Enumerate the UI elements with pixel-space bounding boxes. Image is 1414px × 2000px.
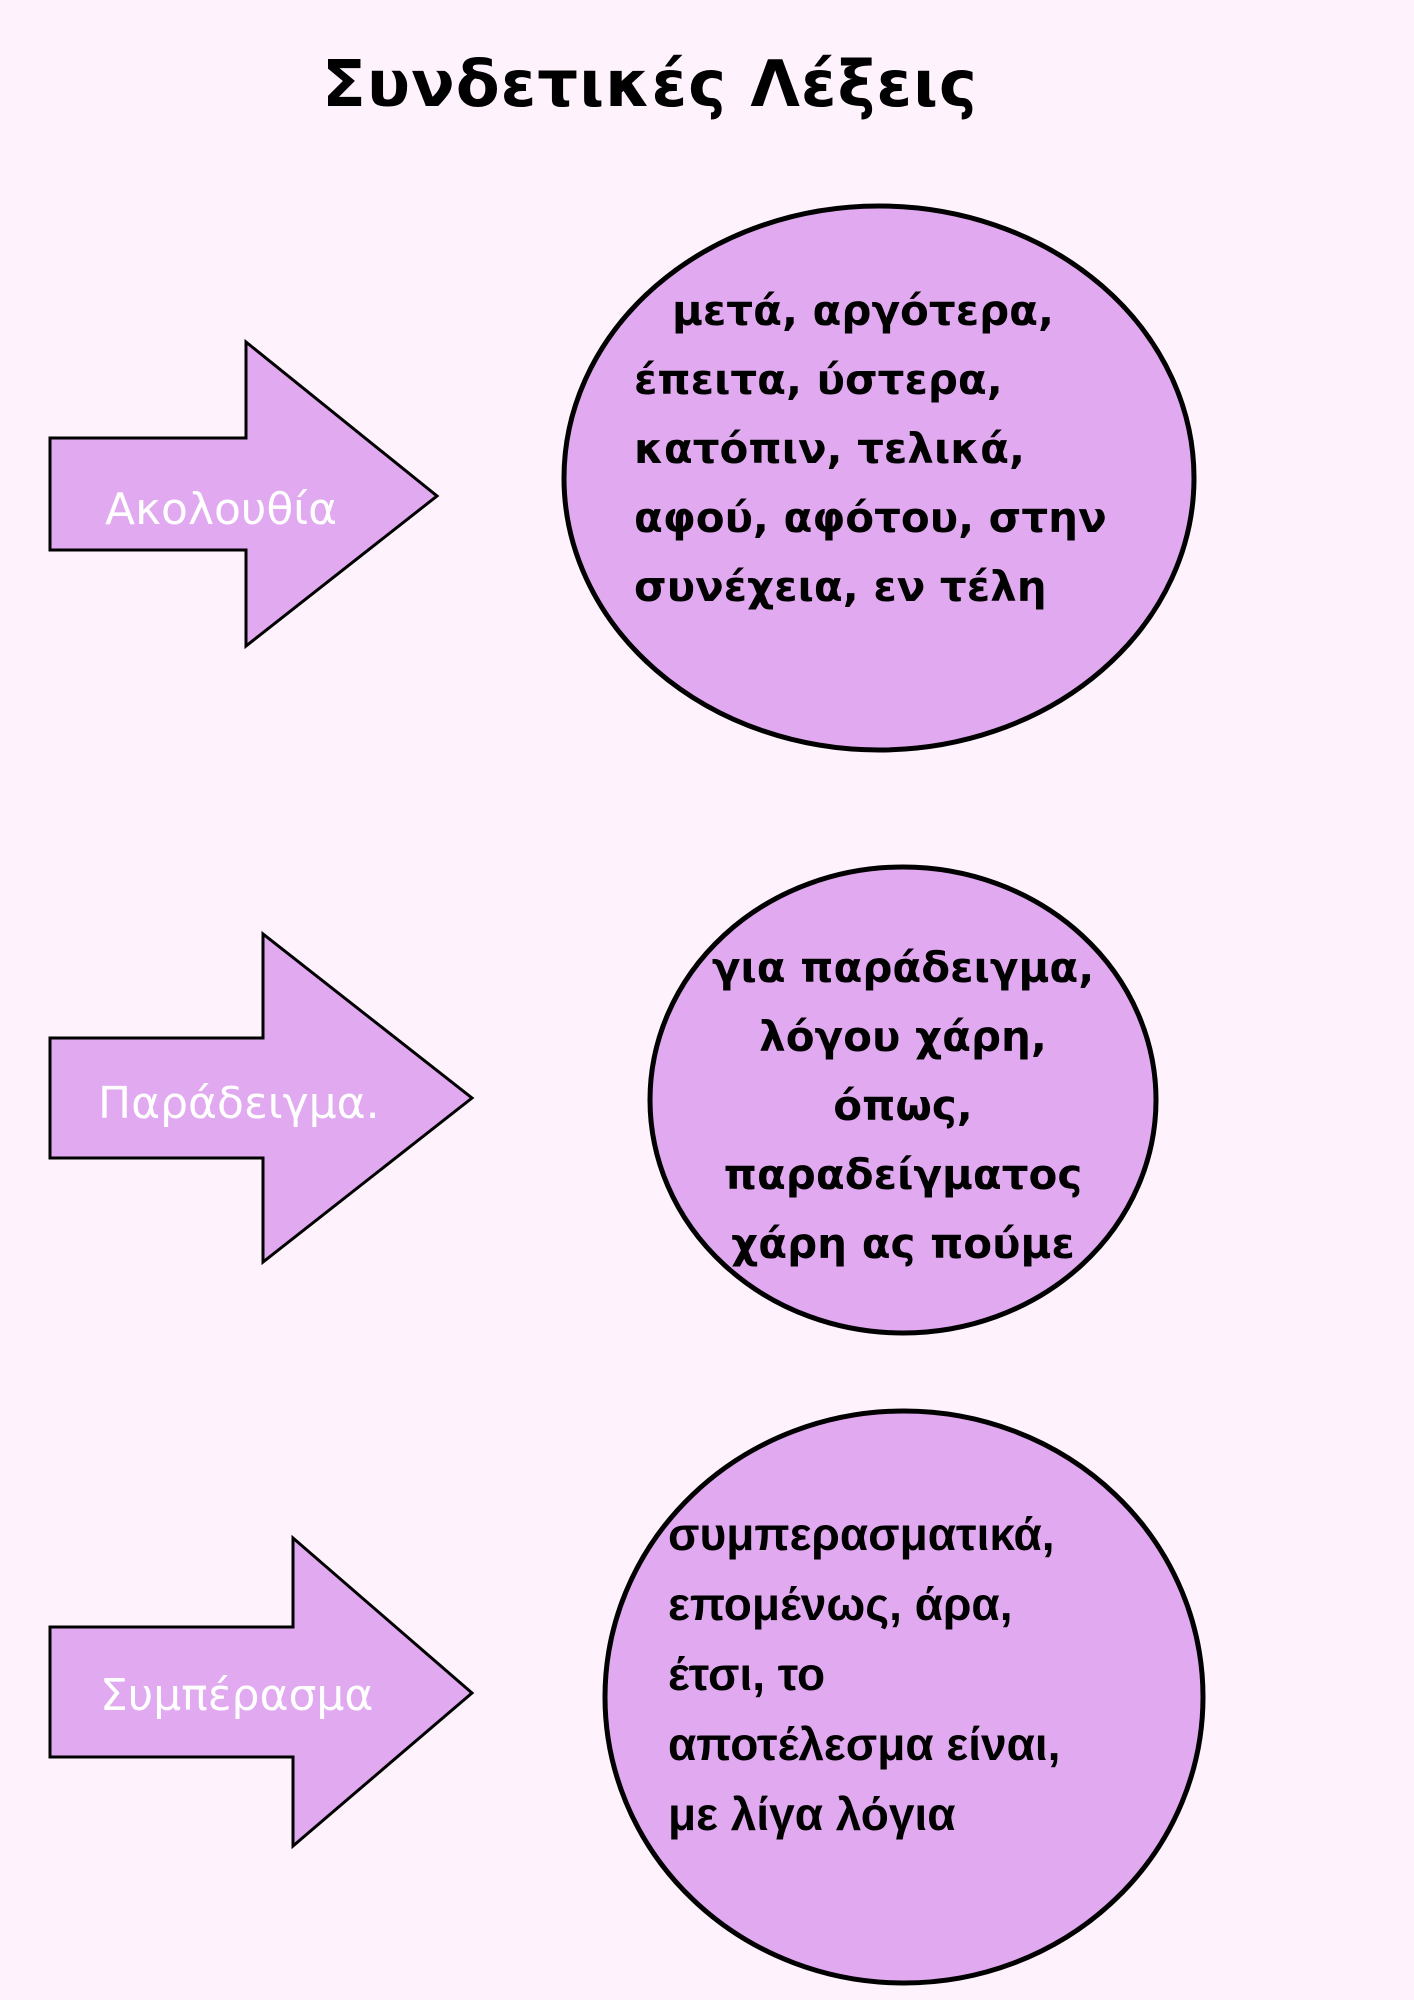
group-conclusion: Συμπέρασμα συμπερασματικά, επομένως, άρα…: [48, 1408, 1206, 1986]
arrow-label-example: Παράδειγμα.: [98, 1078, 380, 1129]
words-example-2: λόγου χάρη,: [759, 1012, 1047, 1061]
words-conclusion-2: επομένως, άρα,: [668, 1578, 1012, 1630]
bubble-sequence: [561, 203, 1197, 753]
words-conclusion-1: συμπερασματικά,: [668, 1508, 1055, 1560]
bubble-conclusion: [602, 1408, 1206, 1986]
arrow-label-sequence: Ακολουθία: [105, 484, 337, 535]
words-example-4: παραδείγματος: [724, 1150, 1083, 1199]
words-example-1: για παράδειγμα,: [712, 943, 1094, 992]
arrow-example: [48, 930, 475, 1266]
words-conclusion-5: με λίγα λόγια: [668, 1788, 956, 1840]
arrow-label-conclusion: Συμπέρασμα: [100, 1670, 373, 1721]
words-example-3: όπως,: [833, 1081, 972, 1130]
words-conclusion-3: έτσι, το: [668, 1648, 825, 1700]
bubble-example: [647, 864, 1159, 1336]
words-sequence-5: συνέχεια, εν τέλη: [634, 562, 1047, 611]
group-example: Παράδειγμα. για παράδειγμα, λόγου χάρη, …: [48, 864, 1159, 1336]
words-example-5: χάρη ας πούμε: [731, 1219, 1075, 1268]
words-conclusion-4: αποτέλεσμα είναι,: [668, 1718, 1060, 1770]
arrow-conclusion: [48, 1534, 475, 1850]
group-sequence: Ακολουθία μετά, αργότερα, έπειτα, ύστερα…: [48, 203, 1197, 753]
words-sequence-4: αφού, αφότου, στην: [634, 493, 1107, 542]
words-sequence-2: έπειτα, ύστερα,: [634, 355, 1003, 404]
arrow-sequence: [48, 338, 440, 650]
words-sequence-1: μετά, αργότερα,: [672, 286, 1054, 335]
page-title: Συνδετικές Λέξεις: [322, 48, 978, 122]
words-sequence-3: κατόπιν, τελικά,: [634, 424, 1025, 473]
